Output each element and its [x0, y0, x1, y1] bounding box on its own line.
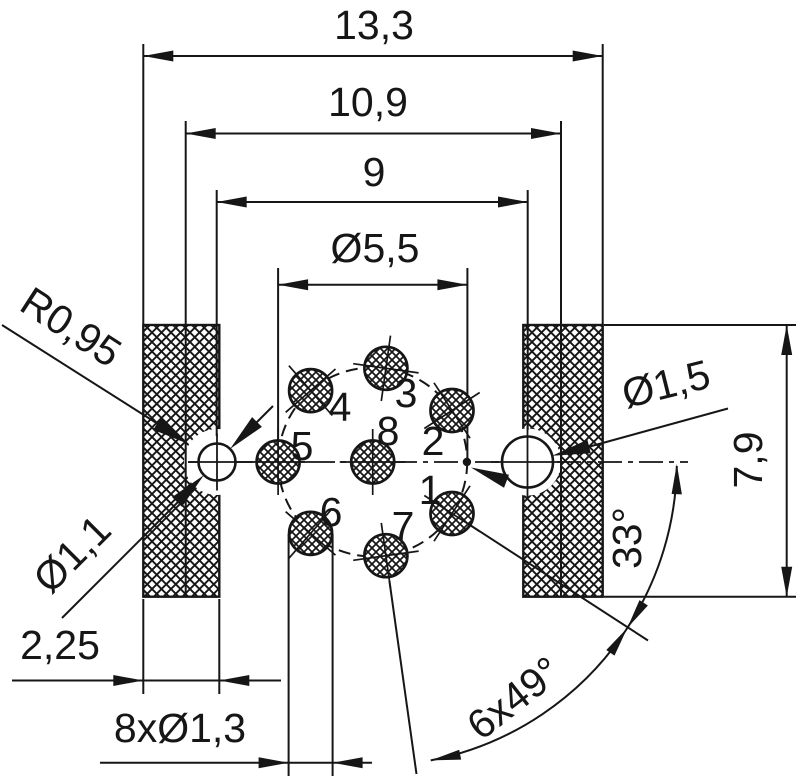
extension-lines — [142, 44, 796, 776]
contact-number-3: 3 — [395, 370, 418, 416]
contact-number-2: 2 — [422, 418, 445, 464]
contact-holes — [245, 335, 481, 589]
contact-hole-3 — [353, 335, 419, 402]
contact-number-1: 1 — [419, 467, 442, 513]
label-corner-radius: R0,95 — [13, 278, 130, 376]
label-contact-pitch-angle: 6x49° — [458, 647, 569, 748]
contact-hole-1 — [423, 485, 481, 542]
contact-hole-8 — [339, 429, 406, 495]
label-post-width: 2,25 — [20, 622, 100, 668]
contact-hole-6 — [285, 507, 337, 559]
contact-hole-4 — [285, 365, 337, 417]
contact-number-4: 4 — [329, 384, 352, 430]
leader-hole-right — [552, 407, 729, 456]
contact-hole-7 — [353, 522, 419, 589]
contact1-radial-line — [469, 524, 649, 642]
dim-2-25 — [12, 675, 281, 686]
dimension-lines — [12, 50, 793, 769]
contact-number-6: 6 — [320, 489, 343, 535]
dim-contact-holes — [100, 757, 372, 769]
label-overall-width: 13,3 — [334, 2, 414, 48]
dim-7-9 — [781, 325, 793, 597]
leader-pitch-point — [471, 467, 509, 488]
arc-6x49deg — [430, 627, 629, 762]
label-body-height: 7,9 — [725, 432, 771, 489]
leader-lines — [1, 324, 729, 619]
pitch-circle-reference-dot — [462, 457, 472, 467]
contact-number-7: 7 — [392, 503, 415, 549]
label-first-contact-angle: 33° — [604, 507, 650, 569]
contact-number-8: 8 — [377, 408, 400, 454]
leader-hole-left — [61, 405, 274, 619]
label-shell-width: 10,9 — [328, 79, 408, 125]
contact-hole-5 — [245, 429, 312, 495]
dim-pitch-circle — [278, 279, 468, 291]
dim-9 — [216, 196, 528, 208]
dim-13-3 — [143, 50, 603, 62]
label-mount-hole-spacing: 9 — [363, 149, 386, 195]
contact-number-5: 5 — [291, 423, 314, 469]
label-contact-holes-dia: 8xØ1,3 — [114, 705, 246, 751]
contact-number-labels: 1 2 3 4 5 6 7 8 — [291, 370, 445, 549]
contact-hole-2 — [423, 382, 481, 439]
label-pitch-circle-dia: Ø5,5 — [331, 225, 420, 271]
label-mount-hole-right-dia: Ø1,5 — [617, 351, 714, 417]
angle-dimensions — [388, 464, 682, 775]
label-mount-hole-left-dia: Ø1,1 — [24, 506, 119, 601]
dim-10-9 — [185, 128, 561, 139]
mounting-holes — [188, 425, 564, 499]
leader-radius — [1, 324, 189, 445]
contact7-radial-line — [388, 580, 418, 775]
